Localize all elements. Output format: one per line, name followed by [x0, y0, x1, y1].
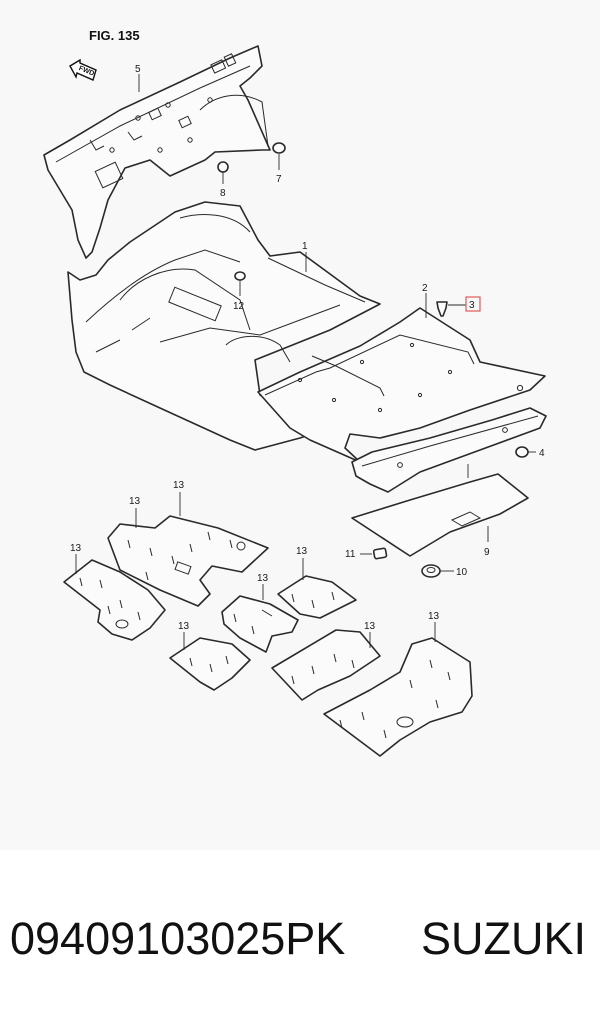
callout-11: 11 — [345, 549, 356, 560]
callout-9: 9 — [484, 547, 490, 558]
callout-13e: 13 — [257, 573, 269, 584]
caption-bar — [0, 850, 600, 1021]
forward-arrow-icon: FWD — [69, 58, 97, 81]
callout-3: 3 — [469, 300, 475, 311]
callout-13g: 13 — [364, 621, 376, 632]
callout-1: 1 — [302, 241, 308, 252]
part-12-clip — [234, 271, 246, 296]
part-13-silencers — [63, 515, 473, 757]
part-6-luggage-board — [351, 407, 547, 493]
callout-10: 10 — [456, 567, 468, 578]
callout-13f: 13 — [178, 621, 190, 632]
callout-2: 2 — [422, 283, 428, 294]
part-4-nut — [515, 446, 536, 458]
callouts-13 — [75, 492, 436, 650]
callout-12: 12 — [233, 301, 245, 312]
highlight-box — [465, 296, 481, 312]
part-3-push-clip — [436, 296, 481, 317]
callout-13a: 13 — [173, 480, 185, 491]
callout-5: 5 — [135, 64, 141, 75]
exploded-parts-view: FIG. 135 FWD 5 7 8 — [43, 28, 547, 757]
part-8-clip — [217, 161, 229, 184]
callout-13c: 13 — [70, 543, 82, 554]
callout-4: 4 — [539, 448, 545, 459]
part-9-luggage-carpet — [351, 473, 529, 557]
part-1-floor-carpet — [67, 201, 381, 451]
part-2-rear-carpet — [257, 307, 546, 463]
callout-13d: 13 — [296, 546, 308, 557]
brand-name: SUZUKI — [420, 913, 586, 964]
part-5-dash-insulator — [43, 45, 271, 259]
callout-8: 8 — [220, 188, 226, 199]
part-11-clip — [360, 547, 388, 560]
callout-13h: 13 — [428, 611, 440, 622]
callout-13b: 13 — [129, 496, 141, 507]
figure-title: FIG. 135 — [89, 28, 140, 43]
part-number: 09409103025PK — [10, 913, 346, 964]
part-7-clip — [272, 142, 286, 170]
part-10-grommet — [421, 564, 454, 578]
parts-diagram: FIG. 135 FWD 5 7 8 — [43, 28, 547, 757]
callout-7: 7 — [276, 174, 282, 185]
